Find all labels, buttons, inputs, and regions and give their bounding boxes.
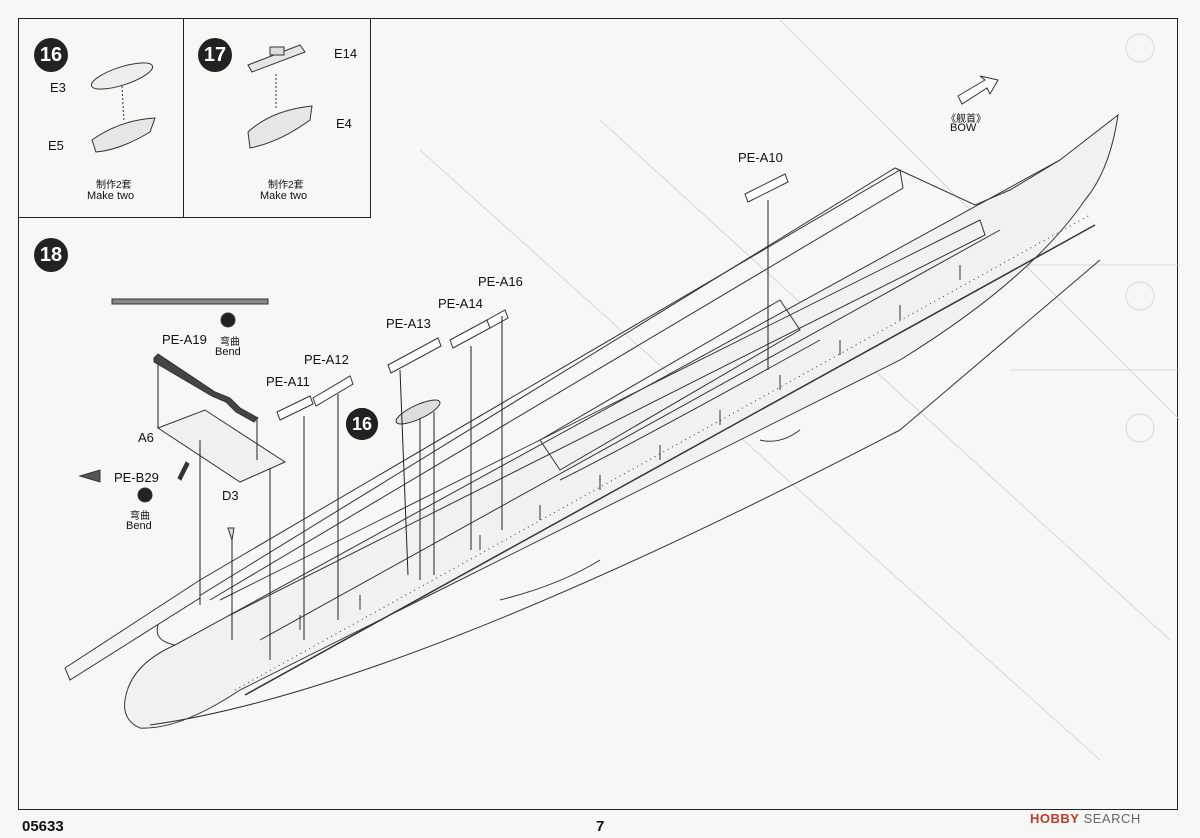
step-17-make-cn: 制作2套 xyxy=(268,180,304,191)
watermark: HOBBY SEARCH xyxy=(1030,811,1141,826)
bow-label-en: BOW xyxy=(950,122,977,134)
label-pe-a10: PE-A10 xyxy=(738,150,783,165)
label-pe-a12: PE-A12 xyxy=(304,352,349,367)
label-e3: E3 xyxy=(50,80,66,95)
pe-b29-arrow xyxy=(78,469,101,483)
watermark-suffix: SEARCH xyxy=(1079,811,1141,826)
ship-hull xyxy=(124,113,1119,729)
step-17-make-en: Make two xyxy=(260,190,308,202)
part-pe-a10 xyxy=(744,173,789,203)
step-16-badge: 16 xyxy=(34,38,68,72)
part-e5-boat-hull xyxy=(91,117,156,153)
part-pe-a19-strip xyxy=(111,298,269,305)
step-18-badge: 18 xyxy=(34,238,68,272)
part-a6-deck xyxy=(156,409,287,483)
label-pe-b29: PE-B29 xyxy=(114,470,159,485)
part-pe-b29 xyxy=(177,461,190,481)
watermark-brand: HOBBY xyxy=(1030,811,1080,826)
step-16-boat-ref xyxy=(395,399,441,425)
label-pe-a19: PE-A19 xyxy=(162,332,207,347)
bend-icon-2 xyxy=(137,487,153,503)
page-number: 7 xyxy=(596,818,605,835)
page-frame xyxy=(18,18,1178,810)
bend-label-en-2: Bend xyxy=(126,520,152,532)
bend-icon-1 xyxy=(220,312,236,328)
label-pe-a13: PE-A13 xyxy=(386,316,431,331)
part-d3 xyxy=(227,527,235,541)
part-pe-a13 xyxy=(387,337,442,374)
bend-label-cn-1: 弯曲 xyxy=(220,337,240,348)
label-d3: D3 xyxy=(222,488,239,503)
step-16-make-cn: 制作2套 xyxy=(96,180,132,191)
label-e5: E5 xyxy=(48,138,64,153)
part-e3-boat-top xyxy=(90,62,154,90)
part-pe-a11 xyxy=(276,395,314,421)
label-pe-a14: PE-A14 xyxy=(438,296,483,311)
label-a6: A6 xyxy=(138,430,154,445)
label-pe-a11: PE-A11 xyxy=(266,374,310,389)
part-pe-a12 xyxy=(312,375,354,407)
label-pe-a16: PE-A16 xyxy=(478,274,523,289)
part-pe-a14 xyxy=(449,319,491,349)
step-16-make-en: Make two xyxy=(87,190,135,202)
step-17-box xyxy=(183,18,371,218)
product-code: 05633 xyxy=(22,818,64,835)
label-e4: E4 xyxy=(336,116,352,131)
step-18-ref-16-badge: 16 xyxy=(346,408,378,440)
step-17-badge: 17 xyxy=(198,38,232,72)
part-pe-a16 xyxy=(486,309,509,329)
part-e4-launch-hull xyxy=(247,105,313,149)
bend-label-en-1: Bend xyxy=(215,346,241,358)
bend-label-cn-2: 弯曲 xyxy=(130,511,150,522)
part-pe-a19-rail xyxy=(153,353,259,423)
bow-label-cn: 《舰首》 xyxy=(946,114,986,125)
label-e14: E14 xyxy=(334,46,358,61)
